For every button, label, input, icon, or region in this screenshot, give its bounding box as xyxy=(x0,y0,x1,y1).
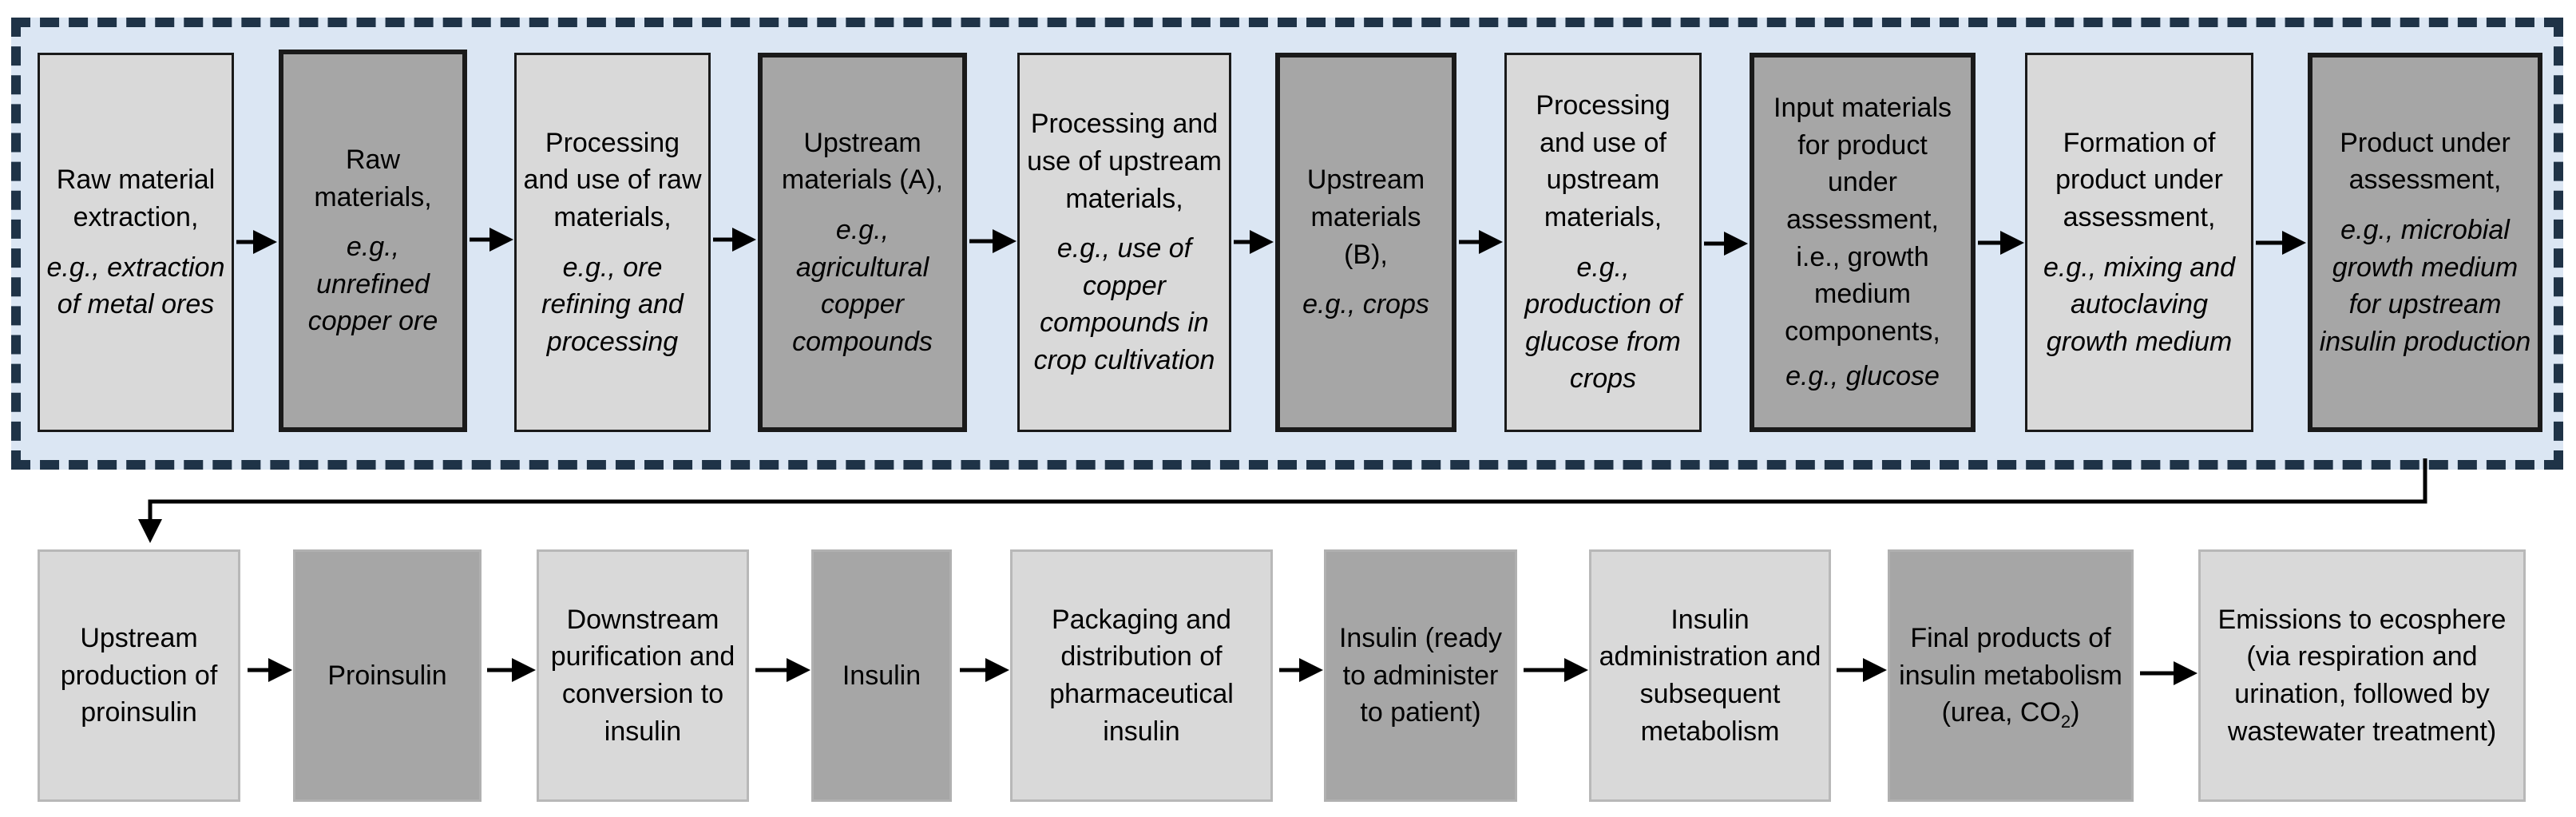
box-label: Emissions to ecosphere (via respiration … xyxy=(2217,604,2507,747)
box-formation-of-product: Formation of product under assessment, e… xyxy=(2025,53,2253,432)
box-processing-raw-materials: Processing and use of raw materials, e.g… xyxy=(514,53,711,432)
box-label: Raw materials, xyxy=(314,145,432,212)
box-label: Raw material extraction, xyxy=(56,165,216,232)
box-example: e.g., ore refining and processing xyxy=(541,252,684,357)
box-label: Processing and use of upstream materials… xyxy=(1536,90,1670,232)
box-example: e.g., glucose xyxy=(1785,361,1940,392)
box-example: e.g., use of copper compounds in crop cu… xyxy=(1033,233,1215,375)
box-example: e.g., microbial growth medium for upstre… xyxy=(2319,214,2531,357)
box-insulin: Insulin xyxy=(811,549,952,802)
box-downstream-purification: Downstream purification and conversion t… xyxy=(537,549,749,802)
box-label: Packaging and distribution of pharmaceut… xyxy=(1049,604,1234,747)
box-processing-upstream-b: Processing and use of upstream materials… xyxy=(1504,53,1702,432)
box-label: Upstream materials (B), xyxy=(1306,165,1425,270)
box-upstream-materials-a: Upstream materials (A), e.g., agricultur… xyxy=(758,53,967,432)
box-label: Downstream purification and conversion t… xyxy=(550,604,735,747)
arrow-connector-down xyxy=(138,458,2427,543)
box-emissions-to-ecosphere: Emissions to ecosphere (via respiration … xyxy=(2198,549,2526,802)
box-proinsulin: Proinsulin xyxy=(293,549,482,802)
box-raw-materials: Raw materials, e.g., unrefined copper or… xyxy=(279,50,467,432)
box-label: Insulin administration and subsequent me… xyxy=(1599,604,1821,747)
box-label: Final products of insulin metabolism xyxy=(1899,623,2122,691)
box-label: Processing and use of raw materials, xyxy=(523,127,702,232)
box-label: Upstream production of proinsulin xyxy=(60,623,218,728)
box-product-under-assessment: Product under assessment, e.g., microbia… xyxy=(2308,53,2542,432)
box-insulin-administration: Insulin administration and subsequent me… xyxy=(1589,549,1831,802)
box-example: e.g., agricultural copper compounds xyxy=(792,214,933,357)
box-raw-material-extraction: Raw material extraction, e.g., extractio… xyxy=(38,53,234,432)
box-processing-upstream-a: Processing and use of upstream materials… xyxy=(1017,53,1231,432)
box-example: e.g., unrefined copper ore xyxy=(307,232,438,337)
box-label: Input materials for product under assess… xyxy=(1773,93,1952,347)
box-label: Insulin xyxy=(842,660,921,691)
box-label: Processing and use of upstream materials… xyxy=(1027,109,1222,214)
box-insulin-ready: Insulin (ready to administer to patient) xyxy=(1324,549,1517,802)
box-label-line2: (urea, CO2) xyxy=(1941,697,2080,732)
box-label: Proinsulin xyxy=(327,660,447,691)
box-label: Formation of product under assessment, xyxy=(2055,127,2223,232)
box-example: e.g., mixing and autoclaving growth medi… xyxy=(2043,252,2236,357)
box-example: e.g., production of glucose from crops xyxy=(1524,252,1682,395)
box-final-products: Final products of insulin metabolism (ur… xyxy=(1888,549,2134,802)
box-example: e.g., extraction of metal ores xyxy=(46,252,225,320)
box-label: Upstream materials (A), xyxy=(781,127,944,196)
box-label: Insulin (ready to administer to patient) xyxy=(1338,623,1503,728)
box-upstream-materials-b: Upstream materials (B), e.g., crops xyxy=(1275,53,1456,432)
box-label: Product under assessment, xyxy=(2340,127,2511,196)
box-upstream-production-proinsulin: Upstream production of proinsulin xyxy=(38,549,240,802)
box-input-materials: Input materials for product under assess… xyxy=(1750,53,1976,432)
box-packaging-distribution: Packaging and distribution of pharmaceut… xyxy=(1010,549,1273,802)
box-example: e.g., crops xyxy=(1302,289,1429,320)
